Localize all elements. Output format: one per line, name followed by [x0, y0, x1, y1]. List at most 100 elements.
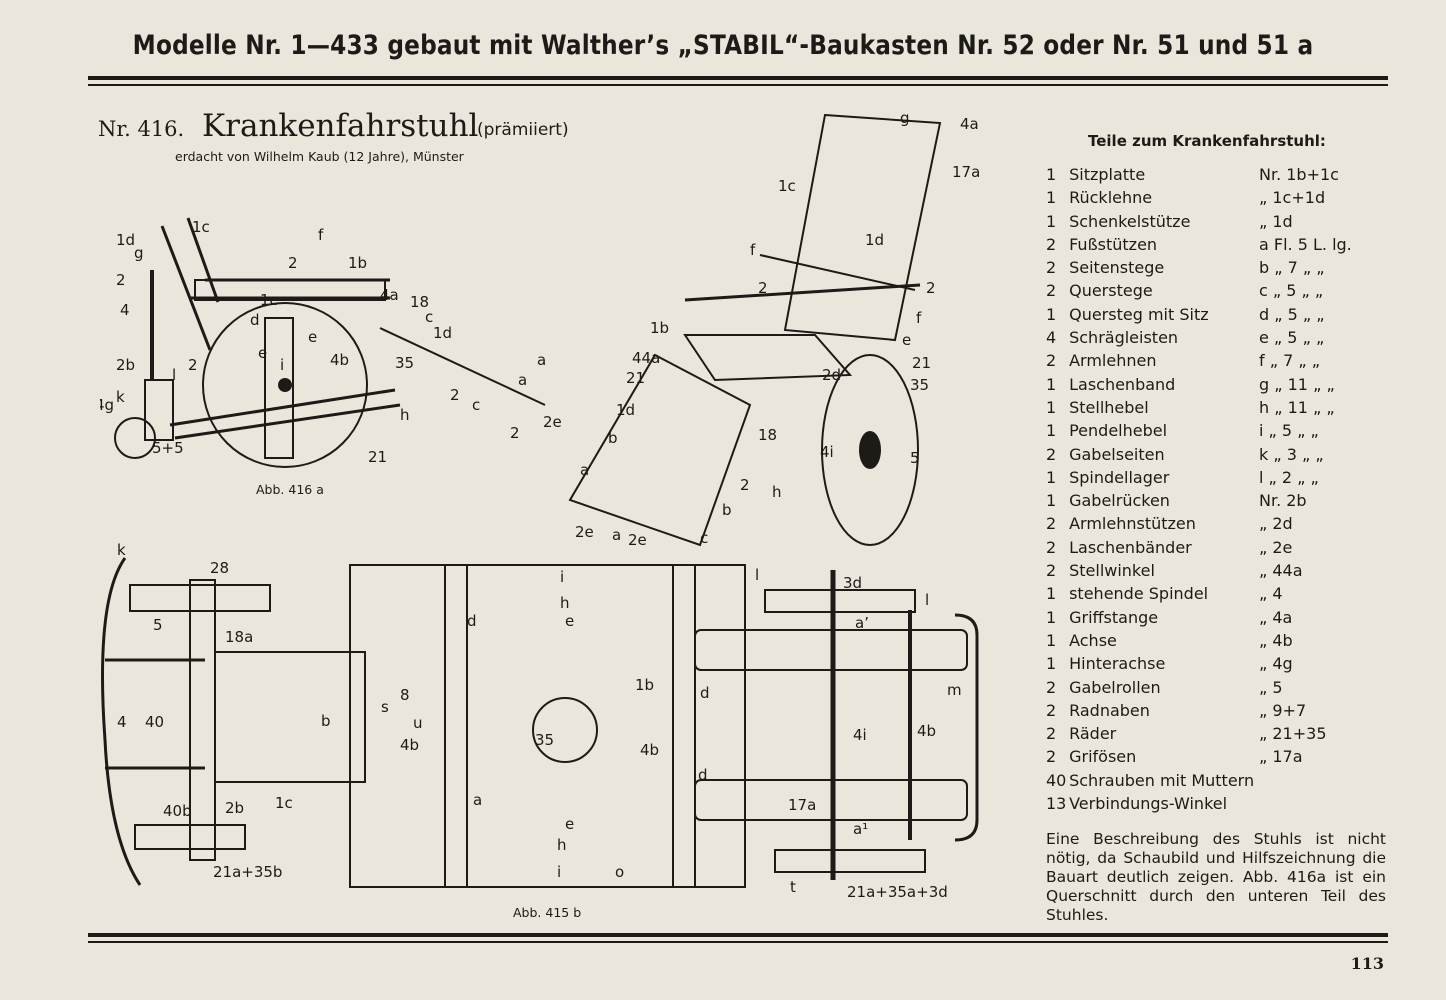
fig415b-label-k: k [117, 541, 126, 559]
figure-415b-caption: Abb. 415 b [513, 905, 582, 920]
part-name: Sitzplatte [1069, 165, 1146, 184]
parts-list-item: 2 Räder„ 21+35 [1046, 722, 1391, 745]
parts-list-item: 1 Hinterachse„ 4g [1046, 652, 1391, 675]
persp-label-b2: b [722, 501, 732, 519]
fig415b-label-4b: 4b [400, 736, 419, 754]
persp-label-2c: 2 [740, 476, 750, 494]
fig415b-label-a-prime: a’ [855, 614, 869, 632]
page-header-title: Modelle Nr. 1—433 gebaut mit Walther’s „… [132, 30, 1314, 61]
part-name: Verbindungs-Winkel [1069, 794, 1228, 814]
parts-list-item: 1 Spindellager l „ 2 „ „ [1046, 466, 1391, 489]
fig416a-label-2b: 2 [288, 254, 298, 272]
persp-label-1d2: 1d [616, 401, 635, 419]
persp-label-21b: 21 [912, 354, 931, 372]
fig415b-label-5: 5 [153, 616, 163, 634]
fig415b-label-l: l [755, 566, 759, 584]
part-name: Radnaben [1069, 700, 1150, 720]
part-ref: i „ 5 „ „ [1259, 421, 1319, 441]
part-ref: k „ 3 „ „ [1259, 444, 1324, 464]
parts-list-item: 1 Schenkelstütze„ 1d [1046, 210, 1391, 233]
persp-label-1c: 1c [778, 177, 796, 195]
part-name: stehende Spindel [1069, 584, 1209, 604]
part-ref: „ 1d [1259, 211, 1293, 231]
wheel-shape [821, 354, 919, 546]
model-number: Nr. 416. [98, 117, 185, 141]
fig415b-label-d: d [467, 612, 477, 630]
part-name: Gabelrollen [1069, 677, 1161, 697]
persp-label-17a: 17a [952, 163, 980, 181]
fig416a-label-5plus5: 5+5 [152, 439, 184, 457]
seat-shape [683, 334, 853, 382]
part-name: Pendelhebel [1069, 421, 1168, 441]
fig416a-label-4a: 4a [380, 286, 399, 304]
backrest-shape [783, 113, 942, 342]
persp-label-21: 21 [626, 369, 645, 387]
fig415b-label-s: s [381, 698, 389, 716]
part-qty: 1 [1046, 607, 1057, 627]
part-name: Fußstützen [1069, 234, 1158, 254]
part-ref: e „ 5 „ „ [1259, 328, 1325, 348]
page-number: 113 [1350, 954, 1384, 973]
fig416a-label-18: 18 [410, 293, 429, 311]
fig415b-label-4b2: 4b [640, 741, 659, 759]
part-name: Armlehnstützen [1069, 514, 1196, 534]
part-qty: 1 [1046, 304, 1057, 324]
part-qty: 2 [1046, 234, 1057, 254]
part-qty: 2 [1046, 677, 1057, 697]
part-qty: 1 [1046, 467, 1057, 487]
fig415b-label-l2: l [925, 591, 929, 609]
fig416a-label-1d: 1d [116, 231, 135, 249]
figure-416a-cross-section: 1d 1c g f 2 2 1b 4 4a 18 c 1d 2b l 2 e e… [100, 217, 562, 468]
figure-416a-caption: Abb. 416 a [256, 482, 324, 497]
fig415b-label-28: 28 [210, 559, 229, 577]
part-qty: 40 [1046, 770, 1067, 790]
part-name: Achse [1069, 630, 1117, 650]
fig415b-label-h: h [560, 594, 570, 612]
fig415b-label-8: 8 [400, 686, 410, 704]
part-name: Grifösen [1069, 747, 1137, 767]
part-name: Quersteg mit Sitz [1069, 304, 1209, 324]
fig416a-label-2b2: 2b [116, 356, 135, 374]
fig416a-label-a2: a [518, 371, 527, 389]
part-ref: c „ 5 „ „ [1259, 281, 1324, 301]
parts-list-item: 1 Achse„ 4b [1046, 629, 1391, 652]
part-qty: 1 [1046, 584, 1057, 604]
part-name: Schenkelstütze [1069, 211, 1191, 231]
fig416a-label-g: g [134, 244, 144, 262]
fig415b-label-1b: 1b [635, 676, 654, 694]
part-ref: „ 1c+1d [1259, 188, 1326, 208]
fig415b-label-u: u [413, 714, 423, 732]
fig415b-label-d2: d [700, 684, 710, 702]
persp-label-e: e [902, 331, 911, 349]
fig415b-label-18a: 18a [225, 628, 253, 646]
fig416a-label-d: d [250, 311, 260, 329]
parts-heading: Teile zum Krankenfahrstuhl: [1088, 132, 1326, 150]
part-qty: 1 [1046, 491, 1057, 511]
parts-list-item: 1 Rücklehne„ 1c+1d [1046, 186, 1391, 209]
fig416a-label-1c: 1c [192, 218, 210, 236]
part-qty: 1 [1046, 397, 1057, 417]
part-name: Spindellager [1069, 467, 1170, 487]
fig416a-label-2d: 2 [450, 386, 460, 404]
persp-label-f2: f [916, 309, 922, 327]
part-name: Laschenbänder [1069, 537, 1192, 557]
part-ref: „ 21+35 [1259, 724, 1327, 744]
fig415b-label-d3: d [698, 766, 708, 784]
part-name: Stellhebel [1069, 397, 1149, 417]
parts-list-item: 1 stehende Spindel„ 4 [1046, 582, 1391, 605]
persp-label-f: f [750, 241, 756, 259]
seat-frame [349, 564, 746, 888]
persp-label-35: 35 [910, 376, 929, 394]
part-ref: l „ 2 „ „ [1259, 467, 1319, 487]
persp-label-1d: 1d [865, 231, 884, 249]
part-qty: 1 [1046, 630, 1057, 650]
fig416a-label-1d2: 1d [433, 324, 452, 342]
